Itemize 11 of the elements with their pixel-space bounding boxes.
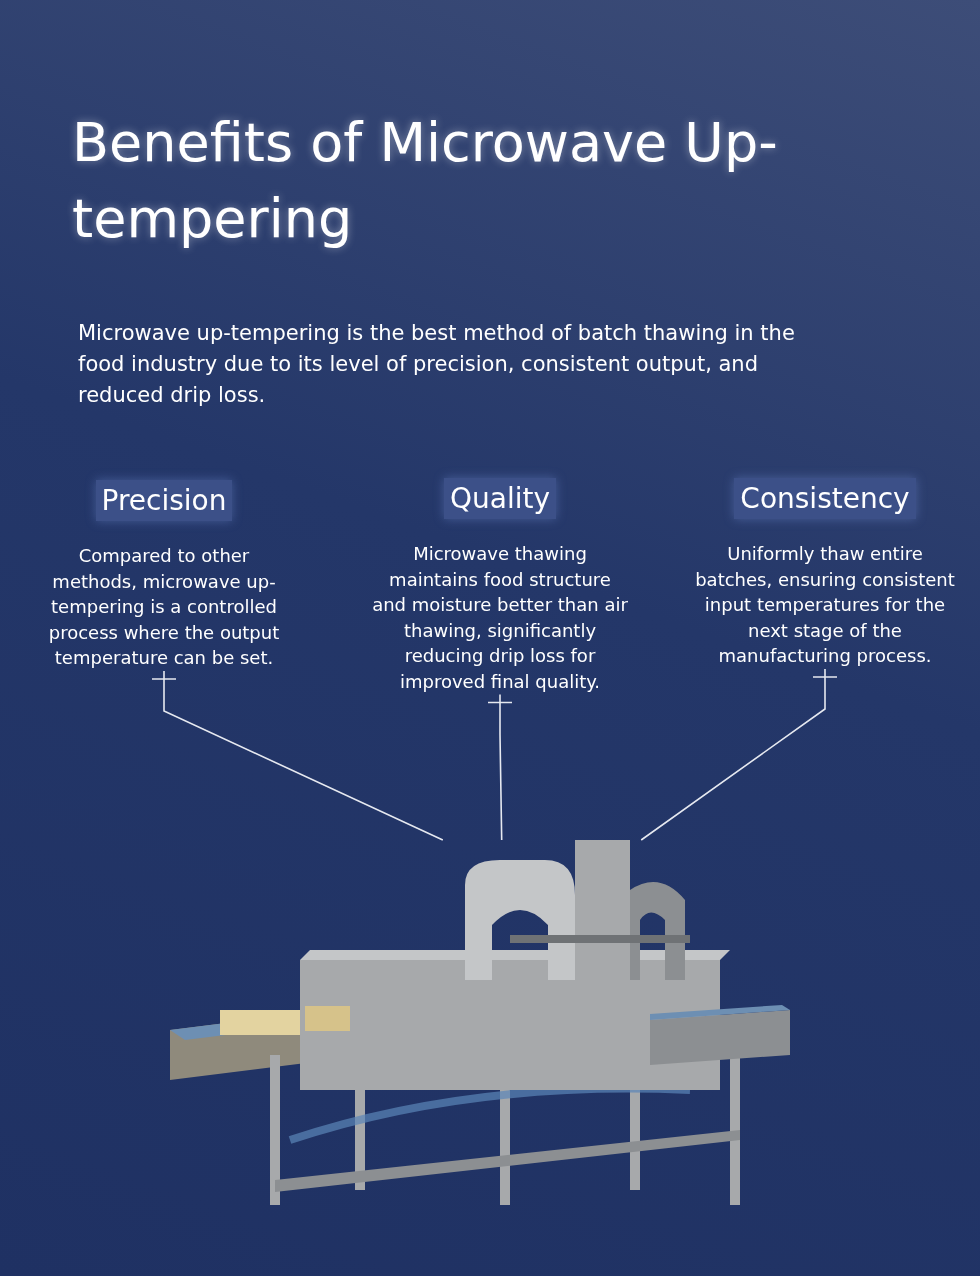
description-text: Compared to other methods, microwave up-tempering is a controlled process where the output temperature can be set. bbox=[47, 544, 281, 671]
leader-line bbox=[151, 670, 444, 841]
description-text: Uniformly thaw entire batches, ensuring consistent input temperatures for the next stage of the manufacturing process. bbox=[695, 542, 955, 669]
title: Benefits of Microwave Up-tempering bbox=[72, 110, 779, 252]
leader-line bbox=[640, 668, 838, 841]
heading-label: Quality bbox=[443, 478, 557, 519]
leader-line bbox=[487, 693, 513, 841]
heading-label: Consistency bbox=[734, 478, 916, 519]
description-text: Microwave thawing maintains food structure and moisture better than air thawing, significantly reducing drip loss for improved final quality. bbox=[371, 542, 629, 694]
heading-label: Precision bbox=[95, 480, 233, 521]
intro-paragraph: Microwave up-tempering is the best method of batch thawing in the food industry due to its level of precision, consistent output, and reduced drip loss. bbox=[78, 320, 796, 409]
